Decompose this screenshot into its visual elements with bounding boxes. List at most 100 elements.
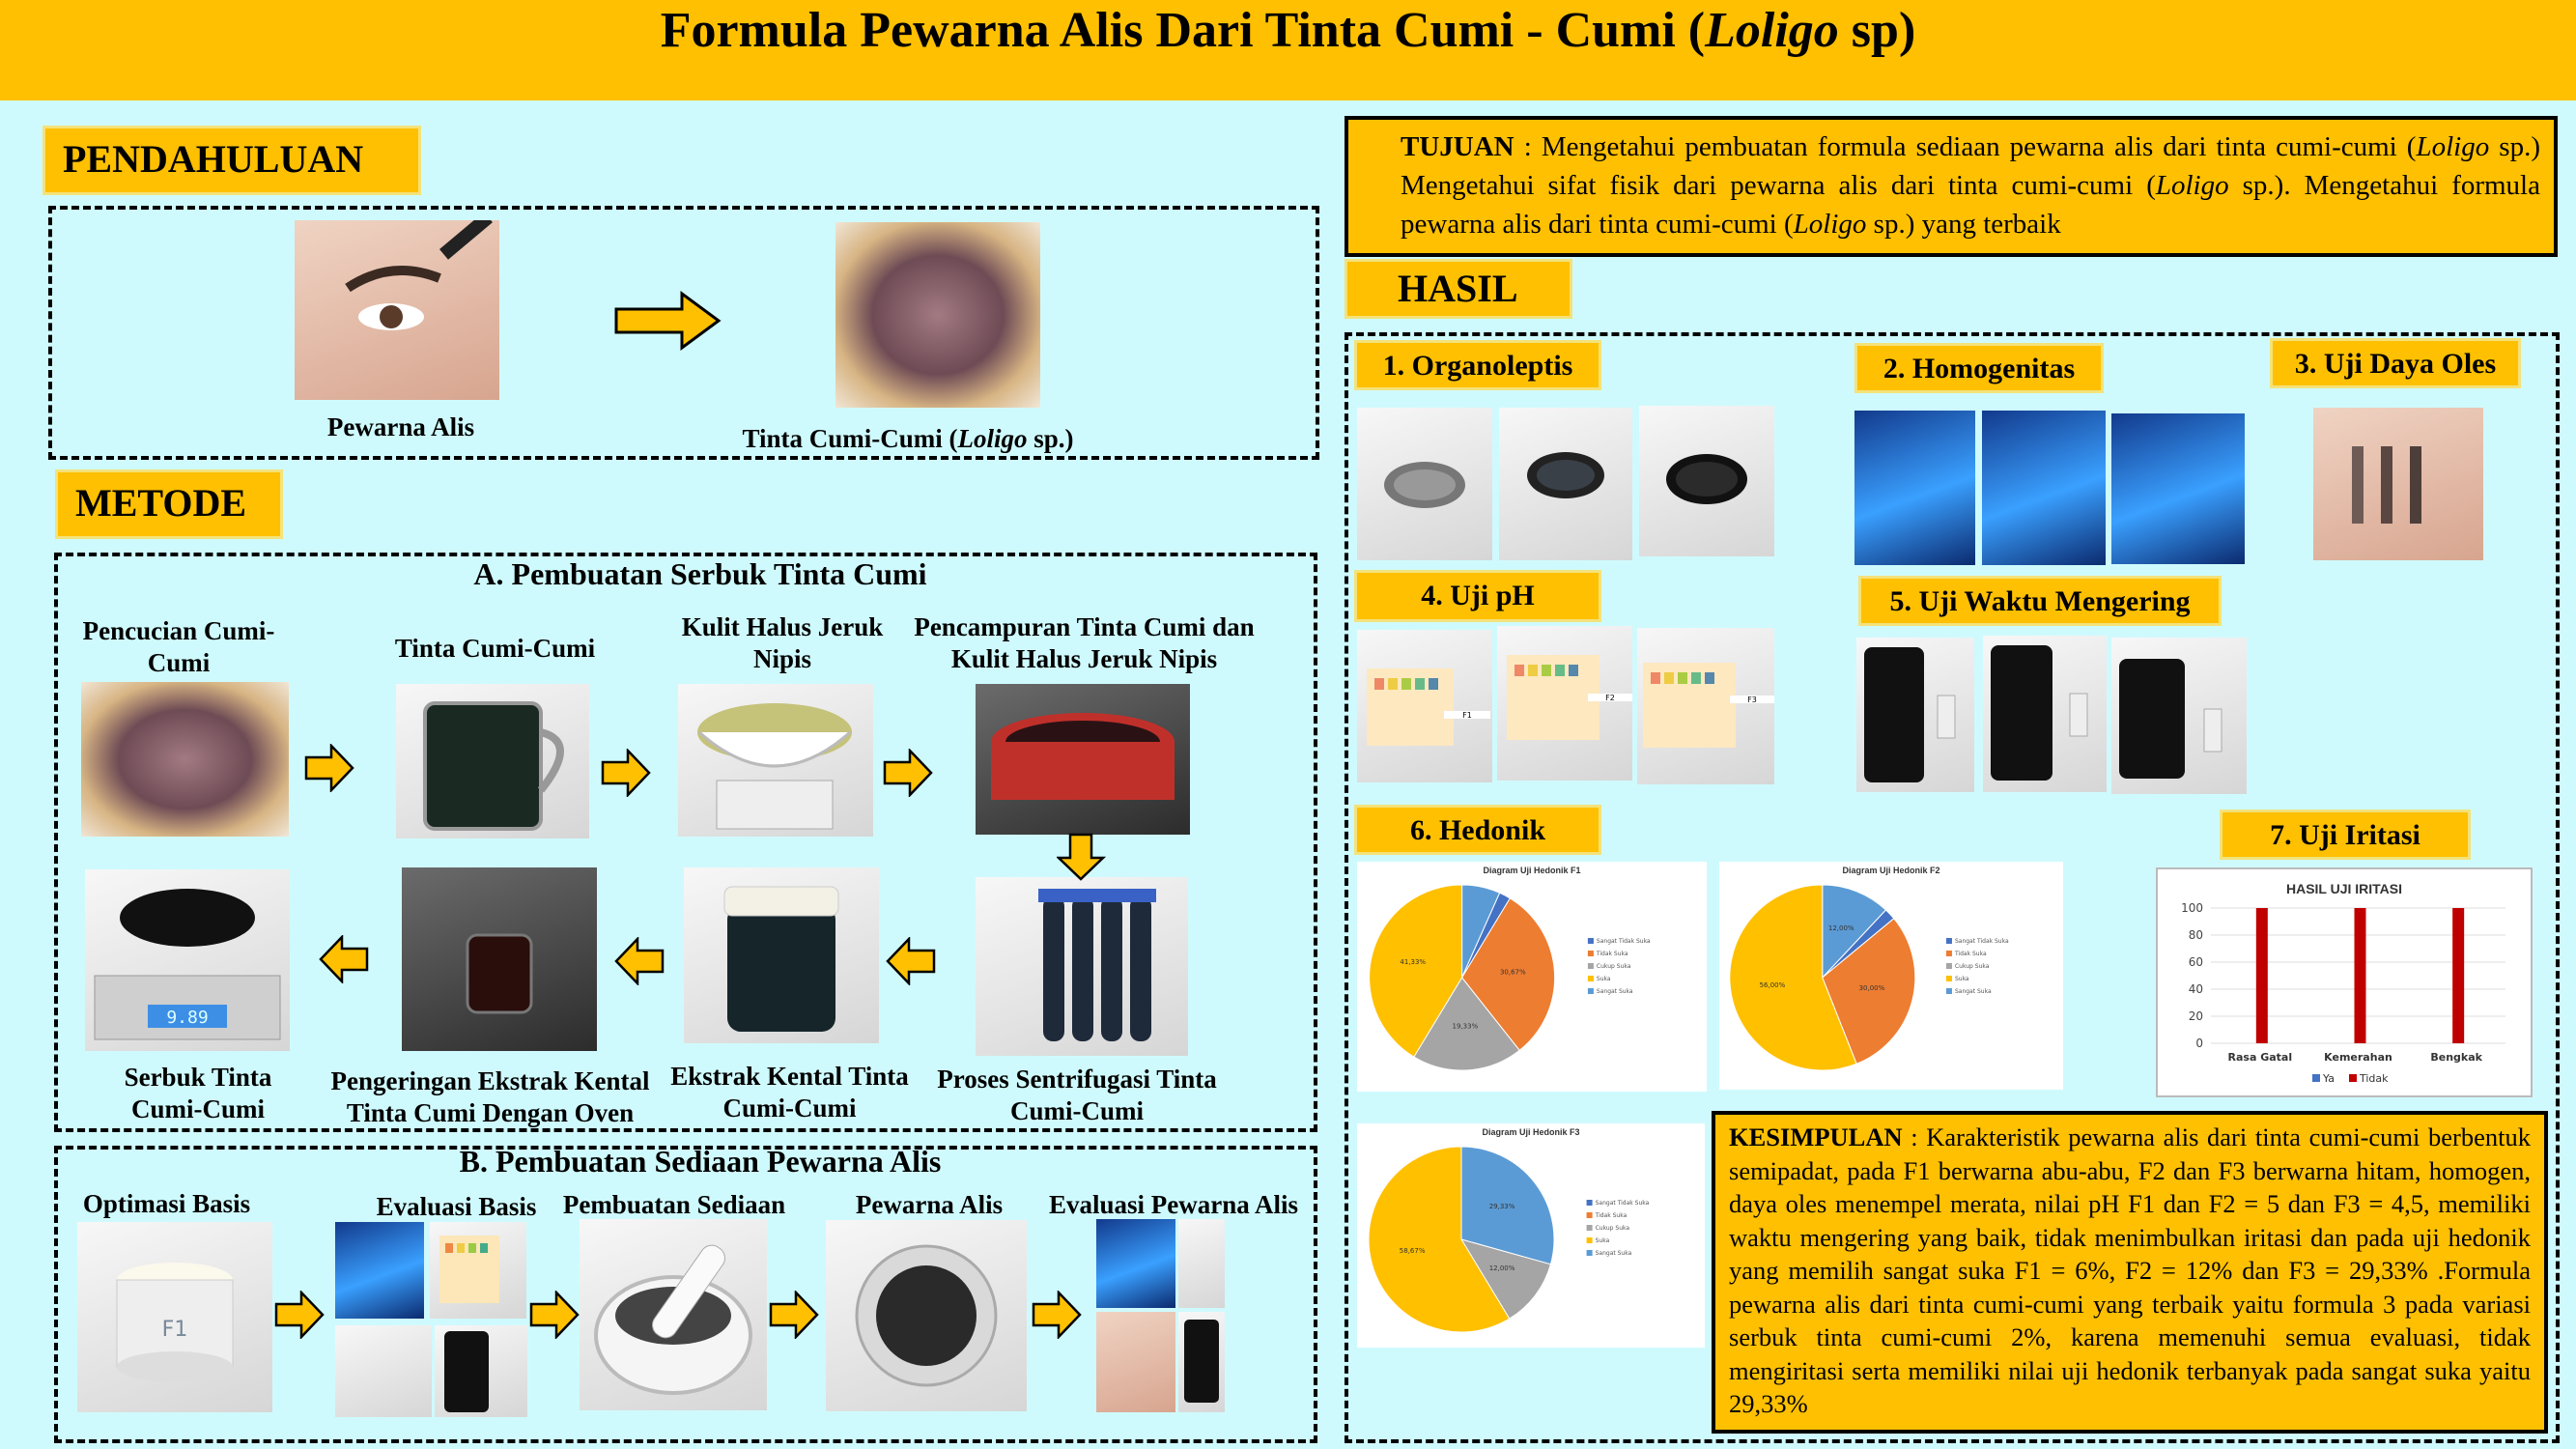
bar-tidak [2255,908,2268,1043]
pie-label: 30,00% [1859,984,1885,992]
mortar-illustration [594,1244,752,1395]
step-ekstrak-label: Ekstrak Kental Tinta Cumi-Cumi [670,1062,909,1122]
phone-illustration [1991,645,2088,781]
hedonik-f2-title: Diagram Uji Hedonik F2 [1842,866,1940,875]
hedonik-heading: 6. Hedonik [1354,805,1601,855]
homogenitas-heading: 2. Homogenitas [1854,343,2104,393]
scale-reading: 9.89 [166,1008,208,1028]
scale-illustration: 9.89 [94,889,281,1040]
pendahuluan-panel [48,206,1319,460]
legend-label: Sangat Tidak Suka [1597,938,1651,945]
hasil-panel [1345,332,2560,1443]
phone-illustration [444,1331,489,1412]
pencucian-photo [81,682,289,837]
evaluasi-pewarna-phone-photo [1178,1312,1225,1412]
ph-f3-photo: F3 [1637,628,1774,784]
evaluasi-basis-ph-photo [430,1222,526,1319]
right-arrow-icon [304,744,354,792]
metode-a-title: A. Pembuatan Serbuk Tinta Cumi [473,556,927,591]
organoleptis-f2-photo [1499,408,1632,560]
jar-illustration [723,886,839,1032]
kesimpulan-label: KESIMPULAN [1729,1122,1903,1151]
pie-slice [1822,918,1916,1065]
optimasi-basis-photo: F1 [77,1222,272,1412]
step-pencampuran-label: Pencampuran Tinta Cumi dan Kulit Halus J… [914,612,1255,673]
pie-label: 58,67% [1400,1247,1426,1255]
pembuatan-sediaan-label: Pembuatan Sediaan [562,1190,786,1219]
pie-slice [1369,884,1463,1058]
legend-swatch [2312,1074,2320,1082]
oven-jar-illustration [466,933,533,1014]
jar-f3-illustration [1666,454,1747,504]
pie-label: 19,33% [1453,1023,1479,1031]
evaluasi-basis-homogen-photo [335,1222,424,1319]
legend-swatch [1945,963,1952,969]
ph-f2-photo: F2 [1497,626,1632,781]
sentrifugasi-photo [976,877,1188,1056]
legend-label: Cukup Suka [1955,963,1990,970]
legend-swatch [1945,988,1952,994]
pie-label: 29,33% [1489,1203,1515,1210]
hedonik-f1-chart: Diagram Uji Hedonik F1 30,67%19,33%41,33… [1357,862,1707,1092]
tubes-illustration [1038,889,1156,1041]
mortar-photo [580,1219,767,1410]
legend-swatch [1586,1212,1593,1218]
right-arrow-icon [883,749,933,797]
kulit-photo [678,684,873,837]
jar-f1-illustration [1384,462,1465,508]
hedonik-f3-pie: 29,33%12,00%58,67%Sangat Tidak SukaTidak… [1368,1146,1650,1333]
ph-chart-f2: F2 [1507,655,1632,740]
ph-chart-f1: F1 [1367,668,1490,746]
legend-label: Tidak Suka [1954,951,1987,957]
ph-f1-label: F1 [1462,711,1472,720]
legend-label: Sangat Suka [1597,988,1633,995]
jar-label: F1 [162,1318,188,1342]
ph-f2-label: F2 [1605,694,1615,702]
pewarna-alis-b-label: Pewarna Alis [855,1190,1004,1219]
title-banner [0,0,2576,100]
waktu-heading: 5. Uji Waktu Mengering [1858,576,2222,626]
left-arrow-icon [614,937,665,985]
evaluasi-pewarna-label: Evaluasi Pewarna Alis [1048,1190,1299,1219]
evaluasi-pewarna-oles-photo [1096,1312,1175,1412]
hedonik-f1-pie: 30,67%19,33%41,33%Sangat Tidak SukaTidak… [1369,884,1651,1071]
legend-label: Tidak [2359,1072,2389,1085]
legend-swatch [1586,1250,1593,1256]
bar-tidak [2354,908,2366,1043]
pie-slice [1460,897,1556,1051]
legend-label: Ya [2322,1072,2335,1085]
iritasi-chart-title: HASIL UJI IRITASI [2285,881,2403,896]
y-tick-label: 40 [2189,982,2203,996]
x-tick-label: Bengkak [2430,1051,2482,1064]
product-jar-illustration [855,1244,998,1387]
right-arrow-icon [769,1291,819,1339]
right-arrow-icon [1032,1291,1082,1339]
pie-label: 30,67% [1500,969,1526,977]
pie-label: 56,00% [1760,981,1786,989]
y-tick-label: 60 [2189,955,2203,969]
y-tick-label: 0 [2195,1037,2203,1050]
y-tick-label: 20 [2189,1009,2203,1023]
pengeringan-photo [402,867,597,1051]
right-arrow-icon [274,1291,325,1339]
legend-label: Suka [1597,976,1611,982]
x-tick-label: Kemerahan [2324,1051,2392,1064]
legend-label: Suka [1955,976,1969,982]
step-kulit-label: Kulit Halus Jeruk Nipis [681,612,884,673]
organoleptis-heading: 1. Organoleptis [1354,340,1601,390]
legend-swatch [1587,963,1594,969]
x-tick-label: Rasa Gatal [2228,1051,2293,1064]
iritasi-heading: 7. Uji Iritasi [2220,810,2471,860]
metode-b-title: B. Pembuatan Sediaan Pewarna Alis [459,1144,942,1179]
right-arrow-icon [614,291,722,351]
evaluasi-pewarna-ph-photo [1178,1219,1225,1308]
homogenitas-f1-photo [1854,411,1975,565]
evaluasi-basis-label: Evaluasi Basis [376,1192,537,1221]
step-sentrifugasi-label: Proses Sentrifugasi Tinta Cumi-Cumi [937,1065,1217,1125]
waktu-f2-photo [1983,636,2107,792]
legend-label: Sangat Tidak Suka [1596,1200,1650,1207]
jug-illustration [423,701,564,831]
legend-swatch [1586,1200,1593,1206]
kesimpulan-box: KESIMPULAN : Karakteristik pewarna alis … [1712,1111,2548,1434]
legend-swatch [2349,1074,2357,1082]
